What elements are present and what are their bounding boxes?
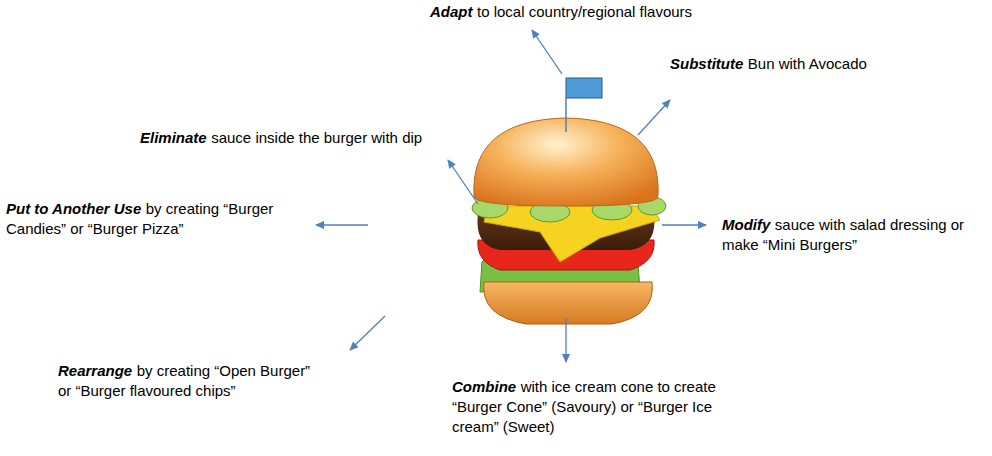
idea-label: Combinewith ice cream cone to create “Bu… <box>452 377 762 437</box>
idea-label: Modifysauce with salad dressing or make … <box>722 215 986 255</box>
idea-label: Eliminatesauce inside the burger with di… <box>140 128 500 148</box>
scamper-keyword: Adapt <box>430 3 473 20</box>
idea-text: Bun with Avocado <box>748 55 867 72</box>
idea-text: to local country/regional flavours <box>477 3 692 20</box>
idea-text: sauce inside the burger with dip <box>211 129 422 146</box>
idea-label: Adaptto local country/regional flavours <box>430 2 750 22</box>
idea-label: Rearrangeby creating “Open Burger” or “B… <box>58 361 318 401</box>
scamper-keyword: Eliminate <box>140 129 207 146</box>
scamper-keyword: Put to Another Use <box>6 200 141 217</box>
scamper-keyword: Rearrange <box>58 362 132 379</box>
idea-label: Put to Another Useby creating “Burger Ca… <box>6 199 286 239</box>
scamper-keyword: Modify <box>722 216 770 233</box>
scamper-keyword: Combine <box>452 378 516 395</box>
scamper-keyword: Substitute <box>670 55 743 72</box>
idea-label: Substitute Bun with Avocado <box>670 54 970 74</box>
